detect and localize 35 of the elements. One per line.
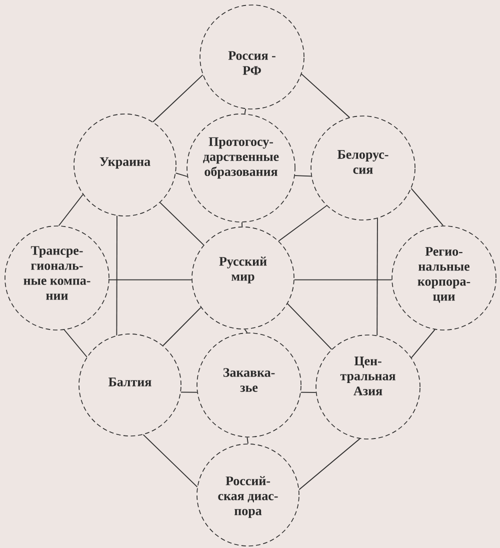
connector-line — [116, 215, 118, 336]
circle-node: Украина — [74, 114, 176, 216]
connector-line — [376, 218, 378, 336]
connector-line — [142, 434, 198, 488]
connector-line — [294, 175, 312, 177]
connector-line — [246, 436, 248, 444]
connector-line — [410, 188, 444, 226]
circle-node: Регио- нальные корпора- ции — [392, 226, 496, 330]
connector-line — [242, 222, 243, 228]
circle-node: Россия - РФ — [200, 4, 304, 110]
connector-line — [162, 307, 202, 346]
connector-line — [180, 392, 198, 393]
connector-line — [58, 194, 84, 226]
circle-node: Закавка- зье — [196, 332, 302, 438]
circle-node: Балтия — [78, 334, 182, 436]
circle-node: Белорус- сия — [310, 116, 416, 220]
circle-node: Трансре- гиональ- ные компа- нии — [4, 226, 110, 330]
connector-line — [64, 329, 88, 358]
circle-node: Протогосу- дарственные образования — [186, 114, 296, 222]
circle-node: Русский мир — [192, 226, 294, 330]
connector-line — [298, 438, 360, 490]
circle-node: Цен- тральная Азия — [316, 334, 420, 440]
connector-line — [160, 202, 204, 246]
connector-line — [278, 205, 328, 242]
connector-line — [244, 108, 246, 114]
connector-line — [300, 392, 316, 393]
connector-line — [175, 172, 188, 177]
connector-line — [294, 279, 392, 280]
connector-line — [108, 279, 192, 280]
connector-line — [287, 303, 332, 350]
connector-line — [301, 74, 350, 118]
circle-node: Россий- ская диас- пора — [196, 444, 300, 546]
connector-line — [152, 74, 204, 122]
connector-line — [244, 328, 248, 334]
connector-line — [411, 329, 436, 358]
